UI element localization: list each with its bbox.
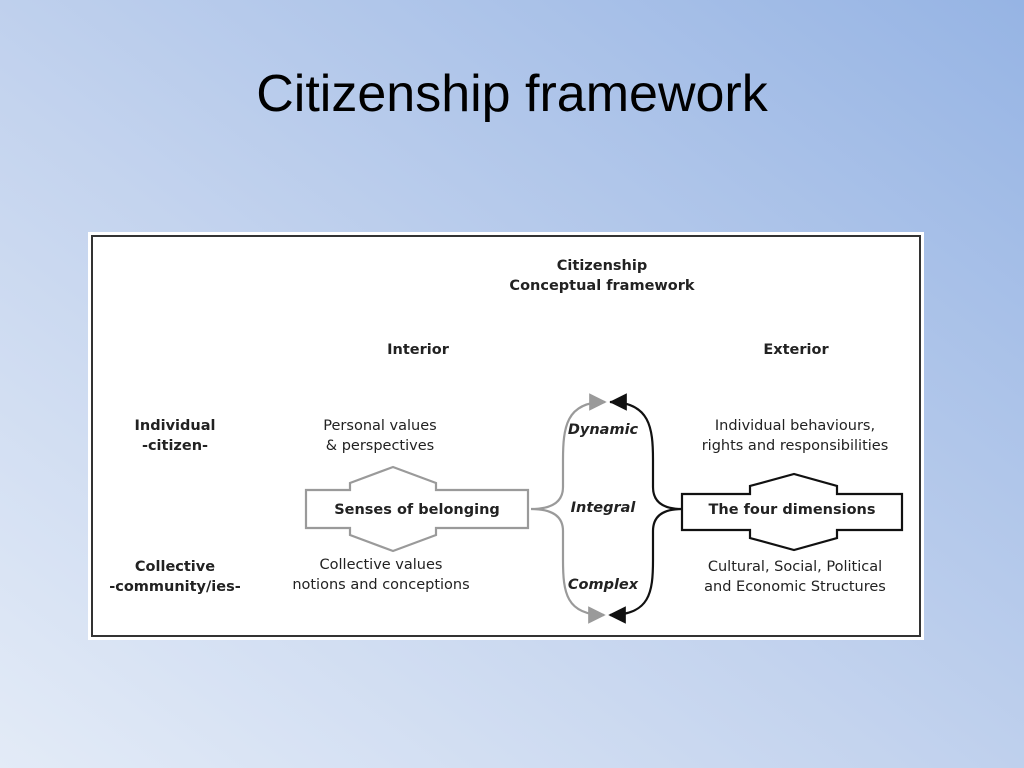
row-individual-line-2: -citizen- (141, 438, 209, 454)
interior-top-line-1: Personal values (323, 418, 437, 434)
header-line-2: Conceptual framework (509, 278, 695, 294)
citizenship-framework-diagram: Citizenship Conceptual framework Interio… (88, 232, 924, 640)
interior-bottom-line-1: Collective values (319, 557, 443, 573)
center-complex: Complex (567, 577, 639, 593)
diagram-border (91, 235, 921, 637)
header-line-1: Citizenship (556, 258, 648, 274)
row-collective-line-2: -community/ies- (109, 579, 241, 595)
slide-title: Citizenship framework (256, 65, 768, 123)
exterior-double-arrow (680, 472, 904, 552)
interior-double-arrow (304, 465, 530, 553)
exterior-box-label: The four dimensions (708, 502, 876, 518)
interior-top-line-2: & perspectives (325, 438, 435, 454)
row-collective-line-1: Collective (134, 559, 216, 575)
exterior-bottom-line-2: and Economic Structures (704, 579, 886, 595)
center-dynamic: Dynamic (567, 422, 639, 438)
column-exterior: Exterior (763, 342, 829, 358)
interior-box-label: Senses of belonging (334, 502, 500, 518)
right-bracket-curve (608, 400, 683, 624)
left-bracket-curve (530, 400, 606, 624)
exterior-bottom-line-1: Cultural, Social, Political (707, 559, 883, 575)
exterior-top-line-2: rights and responsibilities (701, 438, 889, 454)
row-individual-line-1: Individual (134, 418, 216, 434)
column-interior: Interior (387, 342, 449, 358)
interior-bottom-line-2: notions and conceptions (292, 577, 470, 593)
diagram-graphics (91, 235, 921, 637)
center-integral: Integral (570, 500, 636, 516)
exterior-top-line-1: Individual behaviours, (714, 418, 876, 434)
